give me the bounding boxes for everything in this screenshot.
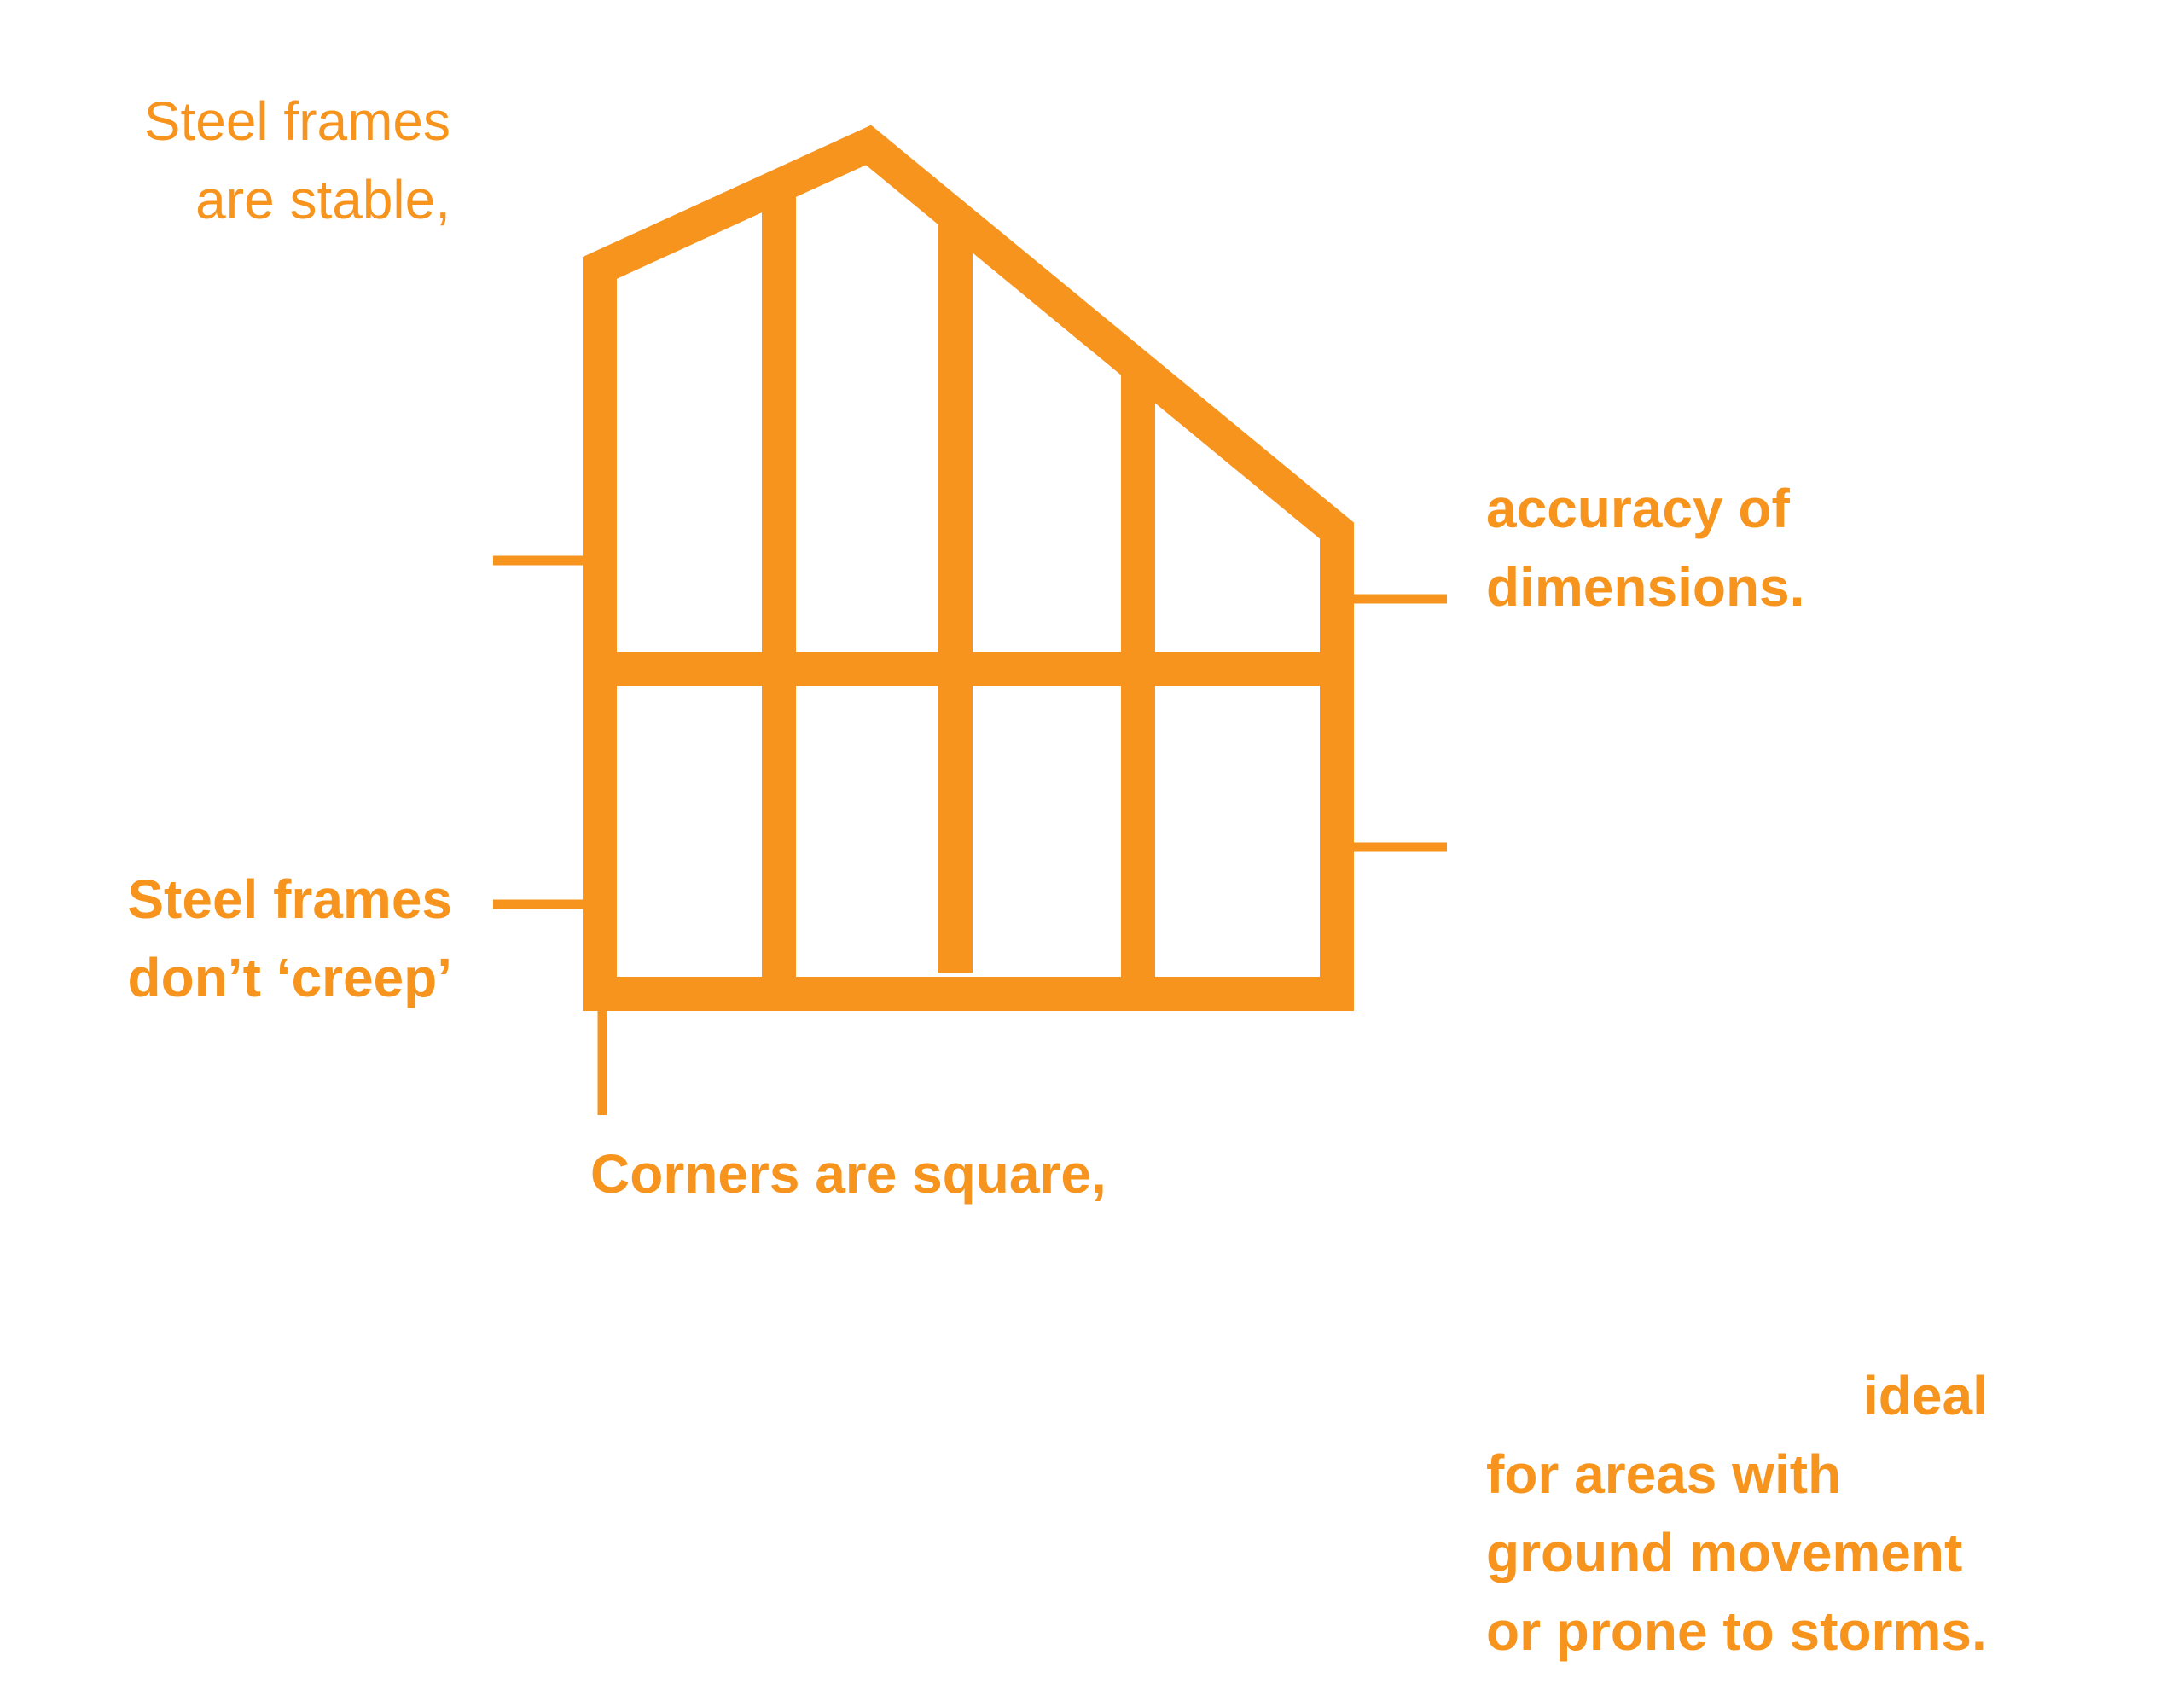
- house-outline-frame: [583, 125, 1354, 1011]
- label-ideal-line-4: or prone to storms.: [1486, 1600, 1987, 1662]
- label-accuracy-line-2: dimensions.: [1486, 556, 1805, 618]
- label-ideal-line-1: ideal: [1863, 1365, 1988, 1426]
- label-stable-line-2: are stable,: [195, 169, 450, 230]
- label-accuracy-line-1: accuracy of: [1486, 478, 1790, 539]
- label-ideal-line-2: for areas with: [1486, 1443, 1842, 1505]
- label-ideal-for-areas: ideal for areas with ground movement or …: [1486, 1356, 1988, 1670]
- label-steel-frames-stable: Steel frames are stable,: [144, 82, 450, 239]
- label-stable-line-1: Steel frames: [143, 90, 450, 152]
- label-steel-frames-creep: Steel frames don’t ‘creep’: [127, 860, 452, 1017]
- label-corners-line-1: Corners are square,: [590, 1143, 1107, 1205]
- label-accuracy-of-dimensions: accuracy of dimensions.: [1486, 469, 1804, 626]
- label-corners-square: Corners are square,: [590, 1135, 1107, 1213]
- label-creep-line-2: don’t ‘creep’: [127, 947, 453, 1008]
- label-ideal-line-3: ground movement: [1486, 1522, 1963, 1583]
- label-creep-line-1: Steel frames: [127, 868, 452, 930]
